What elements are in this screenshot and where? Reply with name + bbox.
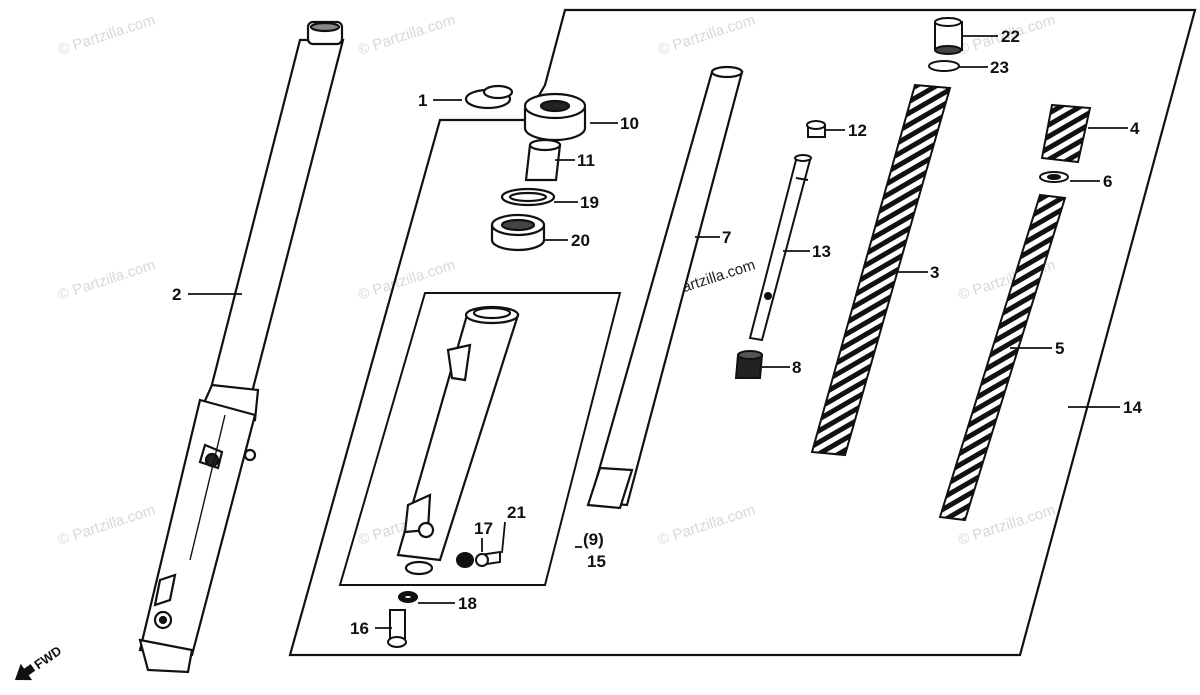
- watermark: © Partzilla.com: [56, 501, 157, 548]
- callout-1: 1: [418, 91, 427, 110]
- fwd-indicator: FWD: [14, 643, 64, 681]
- spring-set-parts: [938, 103, 1092, 522]
- callout-6: 6: [1103, 172, 1112, 191]
- top-small-parts: [464, 84, 587, 252]
- callout-7: 7: [722, 228, 731, 247]
- callout-10: 10: [620, 114, 639, 133]
- watermark: © Partzilla.com: [656, 501, 757, 548]
- callout-14: 14: [1123, 398, 1142, 417]
- callout-22: 22: [1001, 27, 1020, 46]
- callout-19: 19: [580, 193, 599, 212]
- fork-tube: [586, 65, 744, 510]
- callout-4: 4: [1130, 119, 1140, 138]
- callout-2: 2: [172, 285, 181, 304]
- fork-spring: [810, 83, 952, 457]
- watermark: © Partzilla.com: [356, 11, 457, 58]
- fwd-arrow-icon: [14, 663, 36, 681]
- callout-23: 23: [990, 58, 1009, 77]
- callout-5: 5: [1055, 339, 1064, 358]
- callout-9: (9): [583, 530, 604, 549]
- callout-8: 8: [792, 358, 801, 377]
- callout-17: 17: [474, 519, 493, 538]
- assembly-frame: [288, 8, 1197, 657]
- callout-11: 11: [577, 151, 595, 170]
- callout-20: 20: [571, 231, 590, 250]
- callout-13: 13: [812, 242, 831, 261]
- slider-group-frame: [338, 292, 622, 586]
- callout-15: 15: [587, 552, 606, 571]
- watermark: © Partzilla.com: [356, 256, 457, 303]
- fork-slider: [396, 305, 520, 576]
- callout-3: 3: [930, 263, 939, 282]
- watermark: © Partzilla.com: [56, 11, 157, 58]
- watermark: © Partzilla.com: [656, 11, 757, 58]
- fwd-label: FWD: [31, 643, 64, 672]
- leader-lines: [188, 35, 1128, 629]
- watermark: © Partzilla.com: [56, 256, 157, 303]
- callout-18: 18: [458, 594, 477, 613]
- watermark: © Partzilla.com: [956, 501, 1057, 548]
- callout-12: 12: [848, 121, 867, 140]
- drain-and-bolt-parts: [387, 550, 501, 648]
- callout-labels: 1 2 3 4 5 6 7 8 (9) 10 11 12 13 14 15 16…: [172, 27, 1142, 638]
- callout-16: 16: [350, 619, 369, 638]
- fork-leg-assembly: [138, 20, 345, 674]
- callout-21: 21: [507, 503, 526, 522]
- damper-rod-parts: [734, 120, 826, 379]
- fork-cap-parts: [928, 17, 963, 72]
